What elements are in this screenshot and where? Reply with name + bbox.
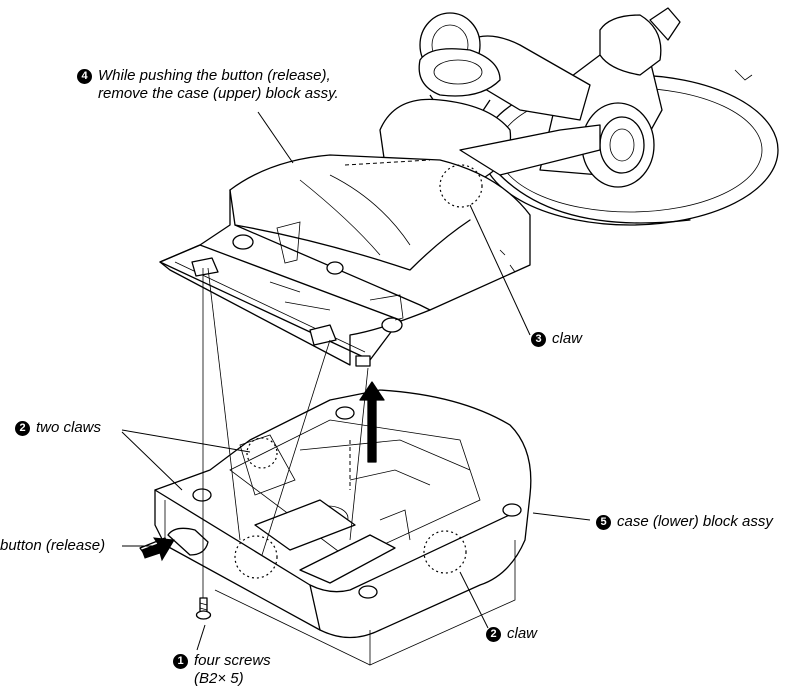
- lift-arrow: [359, 381, 385, 463]
- step-1-label: 1 four screws (B2× 5): [173, 652, 271, 688]
- step-3-number: 3: [531, 332, 546, 347]
- step-3-label: 3 claw: [531, 330, 582, 348]
- step-1-line1: four screws: [194, 652, 271, 669]
- case-upper-block: [159, 154, 531, 367]
- button-release-label: button (release): [0, 537, 105, 555]
- step-5-label: 5 case (lower) block assy: [596, 513, 773, 531]
- step-1-number: 1: [173, 654, 188, 669]
- claw-circle-2c: [423, 530, 467, 574]
- claw-circle-3: [439, 164, 483, 208]
- step-4-line2: remove the case (upper) block assy.: [98, 85, 339, 102]
- push-arrow: [141, 537, 175, 562]
- case-lower-block: [139, 389, 532, 639]
- step-2-two-claws-label: 2 two claws: [15, 419, 101, 437]
- claw-circle-2a: [246, 437, 278, 469]
- step-1-line2: (B2× 5): [194, 670, 244, 687]
- two-claws-text: two claws: [36, 419, 102, 436]
- step-2-number-a: 2: [15, 421, 30, 436]
- step-4-line1: While pushing the button (release),: [98, 67, 331, 84]
- suction-cup-mount: [379, 7, 779, 226]
- step-4-label: 4 While pushing the button (release), rem…: [77, 67, 339, 103]
- step-3-text: claw: [552, 330, 583, 347]
- claw-circle-2b: [234, 535, 278, 579]
- button-release-text: button (release): [0, 537, 106, 554]
- step-5-text: case (lower) block assy: [617, 513, 773, 530]
- step-2-number-b: 2: [486, 627, 501, 642]
- claw-text: claw: [507, 625, 538, 642]
- screw: [195, 597, 212, 620]
- step-2-claw-label: 2 claw: [486, 625, 537, 643]
- phantom-outline: [214, 540, 516, 666]
- step-4-number: 4: [77, 69, 92, 84]
- step-5-number: 5: [596, 515, 611, 530]
- leader-lines: [121, 111, 591, 651]
